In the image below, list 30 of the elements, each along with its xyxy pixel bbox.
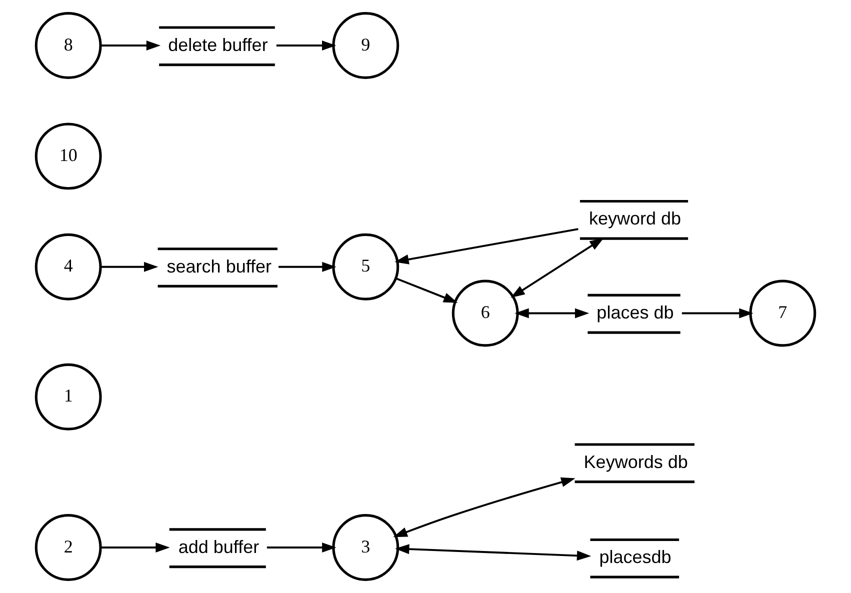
arrow: [396, 277, 458, 303]
node-circle: 1: [34, 363, 102, 430]
arrow: [682, 308, 754, 318]
node-text: Keywords db: [584, 452, 688, 472]
node-circle: 4: [34, 233, 102, 300]
arrow: [514, 308, 590, 318]
node-circle: 2: [34, 514, 102, 581]
arrow: [266, 542, 336, 552]
node-circle: 5: [332, 233, 400, 300]
arrow: [276, 40, 336, 50]
node-circle: 9: [332, 12, 400, 79]
arrow: [394, 228, 578, 264]
node-circle: 3: [332, 514, 400, 581]
arrow: [510, 238, 604, 298]
node-circle: 8: [34, 12, 102, 79]
arrow: [395, 544, 592, 561]
node-text: delete buffer: [168, 34, 268, 55]
arrow: [393, 477, 576, 538]
node-circle: 6: [452, 280, 519, 347]
arrow: [100, 542, 170, 552]
node-text: places db: [596, 302, 674, 323]
node-text: placesdb: [599, 547, 672, 568]
node-circle: 10: [34, 122, 102, 190]
node-text: keyword db: [588, 208, 682, 229]
arrow: [100, 40, 161, 50]
arrow: [100, 262, 158, 272]
node-text: add buffer: [178, 536, 260, 557]
arrow: [278, 262, 336, 272]
node-circle: 7: [749, 280, 816, 347]
node-text: search buffer: [166, 256, 272, 276]
